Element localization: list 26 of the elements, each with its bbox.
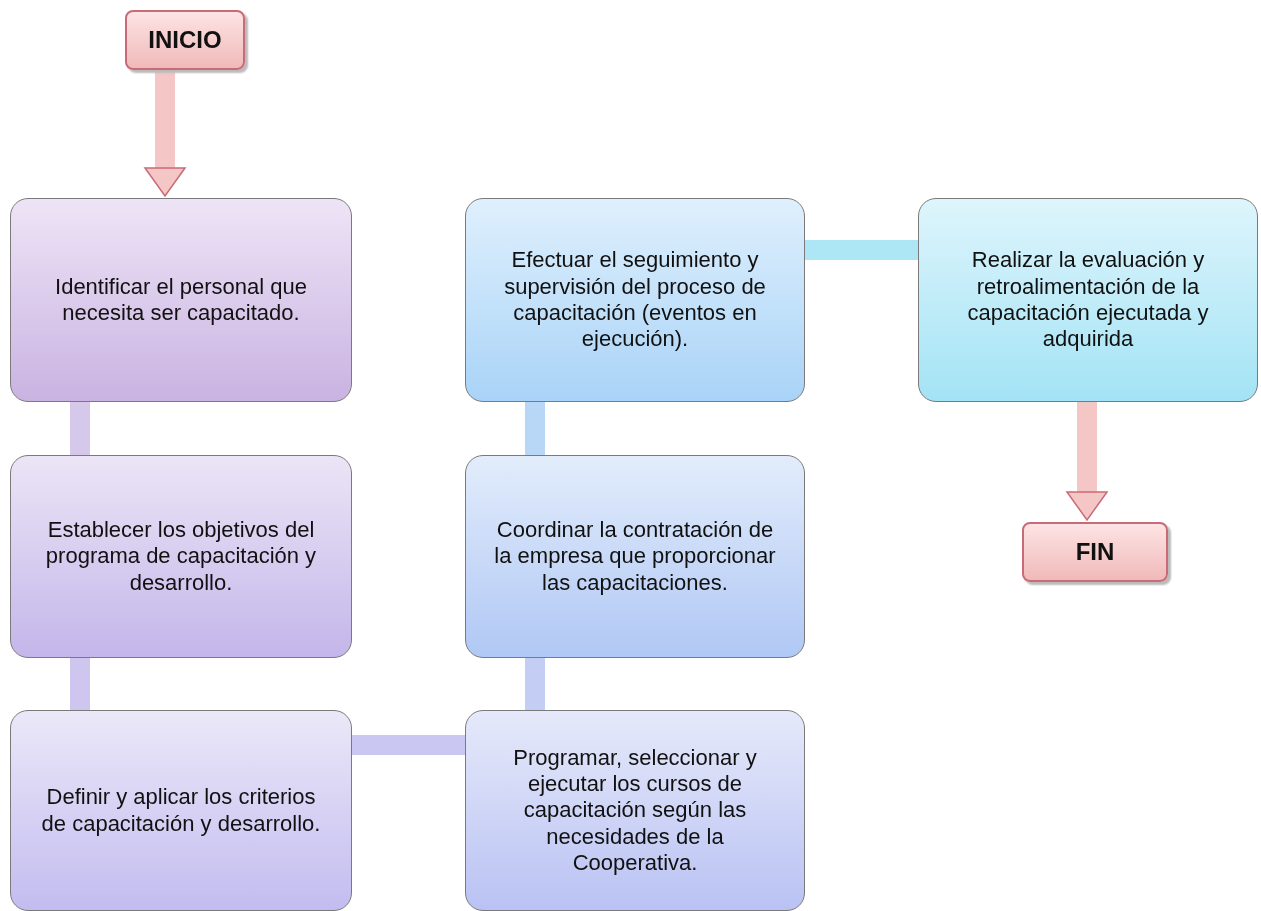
connector-bar — [805, 240, 918, 260]
process-text: Realizar la evaluación y retroalimentación de la capacitación ejecutada y adquirida — [966, 247, 1210, 353]
connector-bar — [70, 402, 90, 455]
process-text: Identificar el personal que necesita ser capacitado. — [54, 273, 308, 327]
process-box — [465, 710, 805, 911]
terminal-label: FIN — [1075, 538, 1115, 566]
terminal-box — [125, 10, 245, 70]
block-arrow — [1066, 402, 1108, 521]
process-text: Establecer los objetivos del programa de capacitación y desarrollo. — [44, 516, 318, 597]
block-arrow — [144, 70, 186, 197]
process-box — [10, 710, 352, 911]
connector-bar — [352, 735, 465, 755]
process-text: Definir y aplicar los criterios de capacitación y desarrollo. — [40, 784, 322, 837]
process-text: Coordinar la contratación de la empresa que proporcionar las capacitaciones. — [493, 516, 777, 597]
connector-bar — [525, 402, 545, 455]
process-box — [918, 198, 1258, 402]
process-text: Efectuar el seguimiento y supervisión del proceso de capacitación (eventos en ejecución). — [503, 247, 767, 353]
connector-bar — [70, 658, 90, 710]
connector-bar — [525, 658, 545, 710]
terminal-label: INICIO — [148, 26, 222, 54]
process-text: Programar, seleccionar y ejecutar los cursos de capacitación según las necesidades de la Cooperativa. — [512, 744, 758, 877]
process-box — [465, 455, 805, 658]
process-box — [10, 455, 352, 658]
process-box — [465, 198, 805, 402]
process-box — [10, 198, 352, 402]
terminal-box — [1022, 522, 1168, 582]
